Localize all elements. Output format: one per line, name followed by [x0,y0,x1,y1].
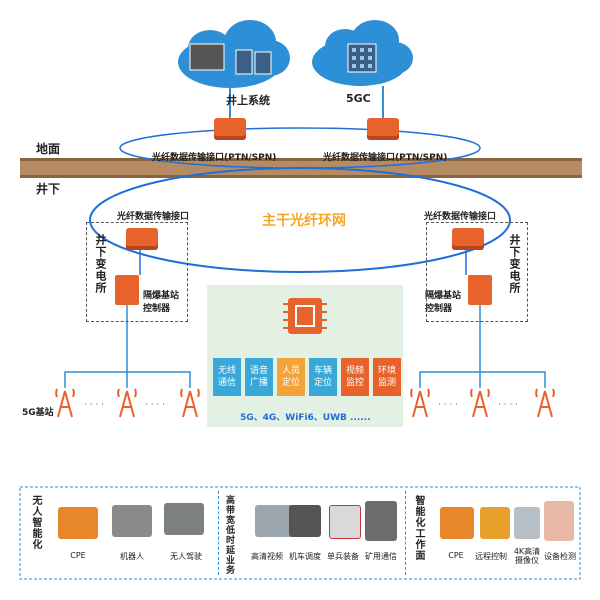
vehicle-icon [164,503,204,535]
router-device-icon [367,118,399,140]
substation-right-box [426,222,528,322]
item-caption: 矿用通信 [365,552,397,561]
panel-title: 无人智能化 [30,495,41,550]
label-ptn-left: 光纤数据传输接口(PTN/SPN) [152,153,277,163]
camera-icon [255,505,295,537]
cloud-right-icon [312,20,413,86]
item-caption: CPE [70,551,86,560]
service-tiles: 无线通信 语音广播 人员定位 车辆定位 视频监控 环境监测 [213,358,401,396]
bottom-panels-frame [19,486,581,580]
item-caption: 设备检测 [544,552,576,561]
label-5gc: 5GC [346,92,371,105]
substation-left-box [86,222,188,322]
label-base-station: 5G基站 [22,408,54,418]
dots-left2: · · · · [145,400,166,410]
label-surface: 地面 [36,142,61,156]
soldier-gear-icon [329,505,361,539]
label-explosion-left: 隔爆基站控制器 [143,291,180,314]
service-tile: 车辆定位 [309,358,337,396]
cloud-left-icon [178,20,290,88]
label-tech: 5G、4G、WiFi6、UWB ...... [240,413,371,423]
service-tile: 人员定位 [277,358,305,396]
camera-4k-icon [514,507,540,539]
item-caption: 机车调度 [289,552,321,561]
label-ptn-right: 光纤数据传输接口(PTN/SPN) [323,153,448,163]
item-caption: 远程控制 [475,552,507,561]
router-device-icon [452,228,484,250]
dots-left: · · · · [84,400,105,410]
equipment-check-icon [544,501,574,541]
chip-icon [283,298,327,334]
item-caption: 单兵装备 [327,552,359,561]
service-tile: 视频监控 [341,358,369,396]
label-fiber-left: 光纤数据传输接口 [117,212,190,222]
dots-right: · · · · [438,400,459,410]
dispatch-icon [289,505,321,537]
cpe-icon [440,507,474,539]
main-fiber-ring [89,167,511,273]
service-tile: 环境监测 [373,358,401,396]
label-ring: 主干光纤环网 [262,213,346,229]
remote-control-icon [480,507,510,539]
item-caption: 4K高清摄像仪 [513,547,541,565]
panel-bandwidth: 高带宽低时延业务 高清视频 机车调度 单兵装备 矿用通信 [218,491,406,575]
panel-title: 智能化工作面 [413,495,424,561]
controller-left-icon [115,275,139,305]
cpe-icon [58,507,98,539]
antenna-icons [55,388,555,418]
label-substation-left: 井下变电所 [94,234,107,294]
robot-icon [112,505,152,537]
controller-right-icon [468,275,492,305]
label-jingshang: 井上系统 [226,94,270,107]
label-fiber-right: 光纤数据传输接口 [424,212,497,222]
panel-workface: 智能化工作面 CPE 远程控制 4K高清摄像仪 设备检测 [410,491,578,575]
panel-title: 高带宽低时延业务 [224,495,234,575]
item-caption: 机器人 [120,552,144,561]
router-device-icon [214,118,246,140]
dots-right2: · · · · [498,400,519,410]
label-substation-right: 井下变电所 [508,234,521,294]
label-explosion-right: 隔爆基站控制器 [425,291,462,314]
item-caption: 高清视频 [251,552,283,561]
service-tile: 无线通信 [213,358,241,396]
service-tile: 语音广播 [245,358,273,396]
item-caption: CPE [448,551,464,560]
label-underground: 井下 [36,182,61,196]
panel-unmanned: 无人智能化 CPE 机器人 无人驾驶 [24,491,210,575]
mine-comm-icon [365,501,397,541]
item-caption: 无人驾驶 [170,552,202,561]
router-device-icon [126,228,158,250]
